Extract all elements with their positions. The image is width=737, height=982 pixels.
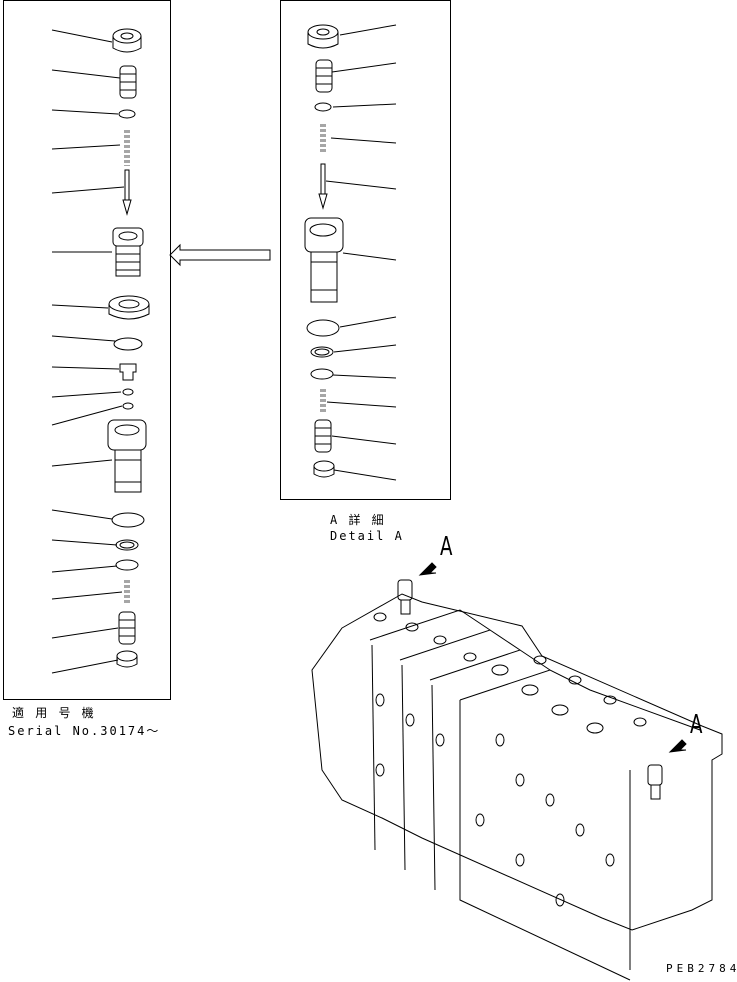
detail-exploded-view [304, 24, 397, 481]
applicable-machine-caption: 適 用 号 機 [12, 706, 96, 720]
callout-a-right: A [690, 710, 703, 740]
left-exploded-view [51, 28, 150, 674]
left-parts-panel [3, 0, 171, 700]
serial-number-caption: Serial No.30174〜 [8, 724, 161, 738]
direction-arrow [169, 243, 271, 267]
detail-parts-panel [280, 0, 451, 500]
valve-assembly-drawing [311, 562, 723, 981]
detail-caption-en: Detail A [330, 529, 404, 543]
callout-a-top: A [440, 532, 453, 562]
detail-caption-jp: A 詳 細 [330, 513, 386, 527]
drawing-code: PEB2784 [666, 962, 737, 975]
